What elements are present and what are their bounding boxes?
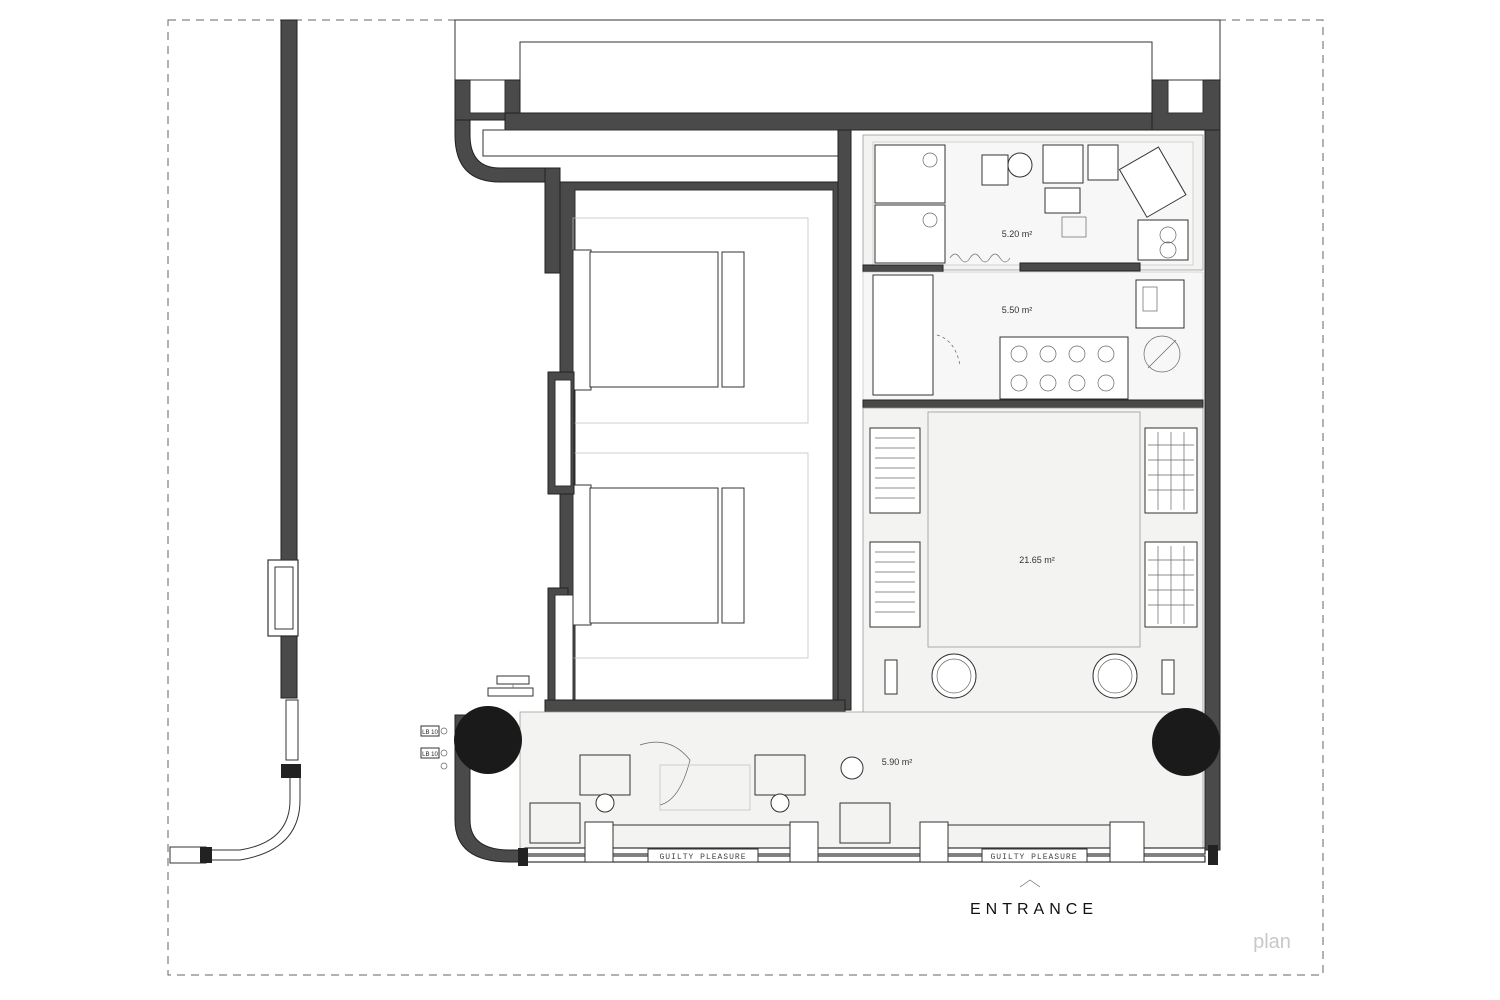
- sign-left: [647, 848, 759, 863]
- tag-lb10-2: LB 10: [422, 752, 438, 758]
- room-area-terrace: 5.90 m²: [882, 757, 913, 767]
- plan-label: plan: [1253, 931, 1291, 953]
- left-neighbor-wall: [169, 19, 301, 864]
- tag-lb10-1: LB 10: [422, 730, 438, 736]
- kitchen-room: [862, 271, 1204, 409]
- storefront: [518, 821, 1218, 866]
- entrance-label: ENTRANCE: [970, 901, 1098, 918]
- column-left: [454, 706, 522, 774]
- column-right: [1152, 708, 1220, 776]
- sign-right: [981, 848, 1088, 863]
- entrance-arrow: [1019, 879, 1041, 888]
- fixture-tags: [420, 725, 448, 770]
- storage-room: [862, 134, 1204, 273]
- shop-floor: [862, 407, 1204, 851]
- top-corridor: [454, 19, 1221, 851]
- sign-left-text: GUILTY PLEASURE: [659, 853, 746, 862]
- room-area-kitchen: 5.50 m²: [1002, 305, 1033, 315]
- sign-right-text: GUILTY PLEASURE: [990, 853, 1077, 862]
- room-area-shop-floor: 21.65 m²: [1019, 555, 1055, 565]
- display-room: [544, 167, 846, 715]
- room-area-storage: 5.20 m²: [1002, 229, 1033, 239]
